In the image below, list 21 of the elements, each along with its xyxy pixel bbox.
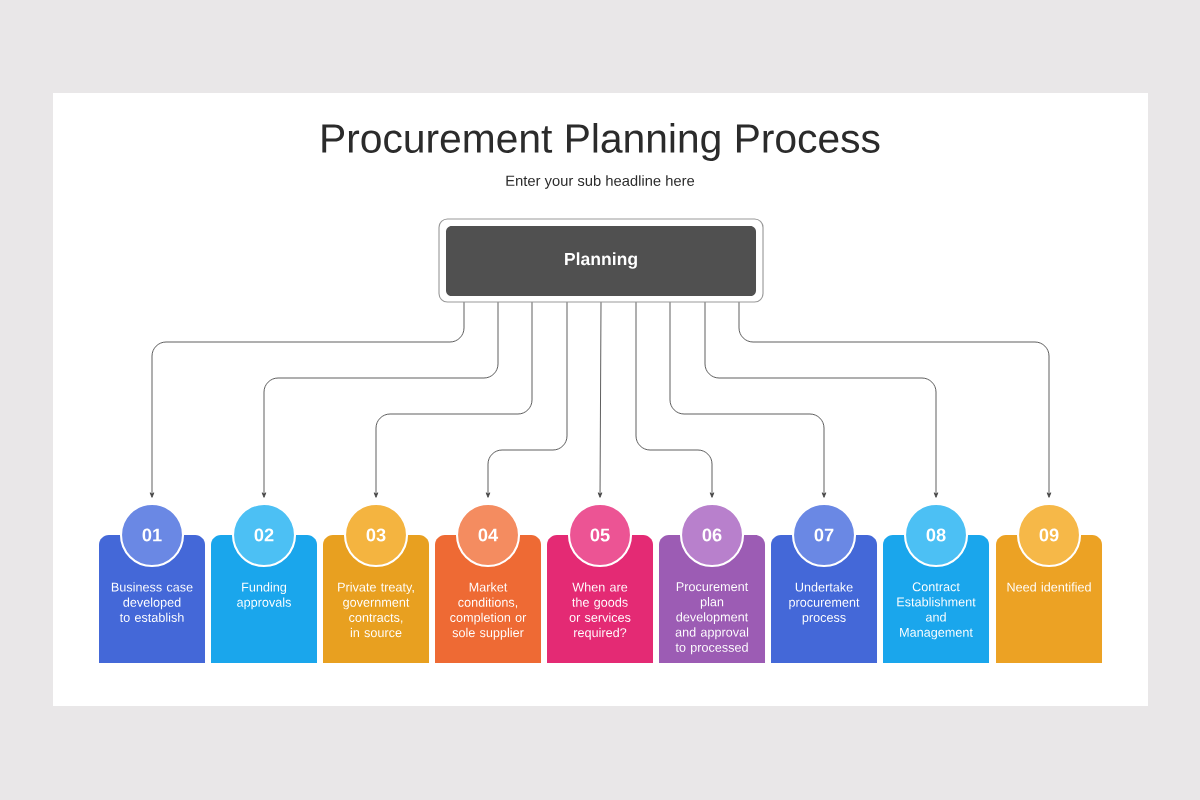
title: Procurement Planning Process — [322, 123, 880, 161]
connector-arrow — [373, 301, 533, 498]
connector-arrow — [485, 301, 568, 498]
connector-arrow — [704, 301, 939, 498]
number-badge: 07 — [791, 502, 857, 568]
subtitle: Enter your sub headline here — [506, 175, 695, 189]
planning-box: Planning — [438, 218, 764, 303]
connector-arrow — [261, 301, 499, 498]
number-badge: 02 — [231, 502, 297, 568]
connector-arrow — [597, 301, 603, 498]
connector-arrow — [669, 301, 827, 498]
connector-arrow — [149, 301, 465, 498]
number-badge: 08 — [903, 502, 969, 568]
number-badge: 05 — [567, 502, 633, 568]
connector-arrow — [635, 301, 715, 498]
number-badge: 06 — [679, 502, 745, 568]
connector-arrow — [738, 301, 1052, 498]
number-badge: 04 — [455, 502, 521, 568]
number-badge: 09 — [1016, 502, 1082, 568]
number-badge: 03 — [343, 502, 409, 568]
number-badge: 01 — [119, 502, 185, 568]
